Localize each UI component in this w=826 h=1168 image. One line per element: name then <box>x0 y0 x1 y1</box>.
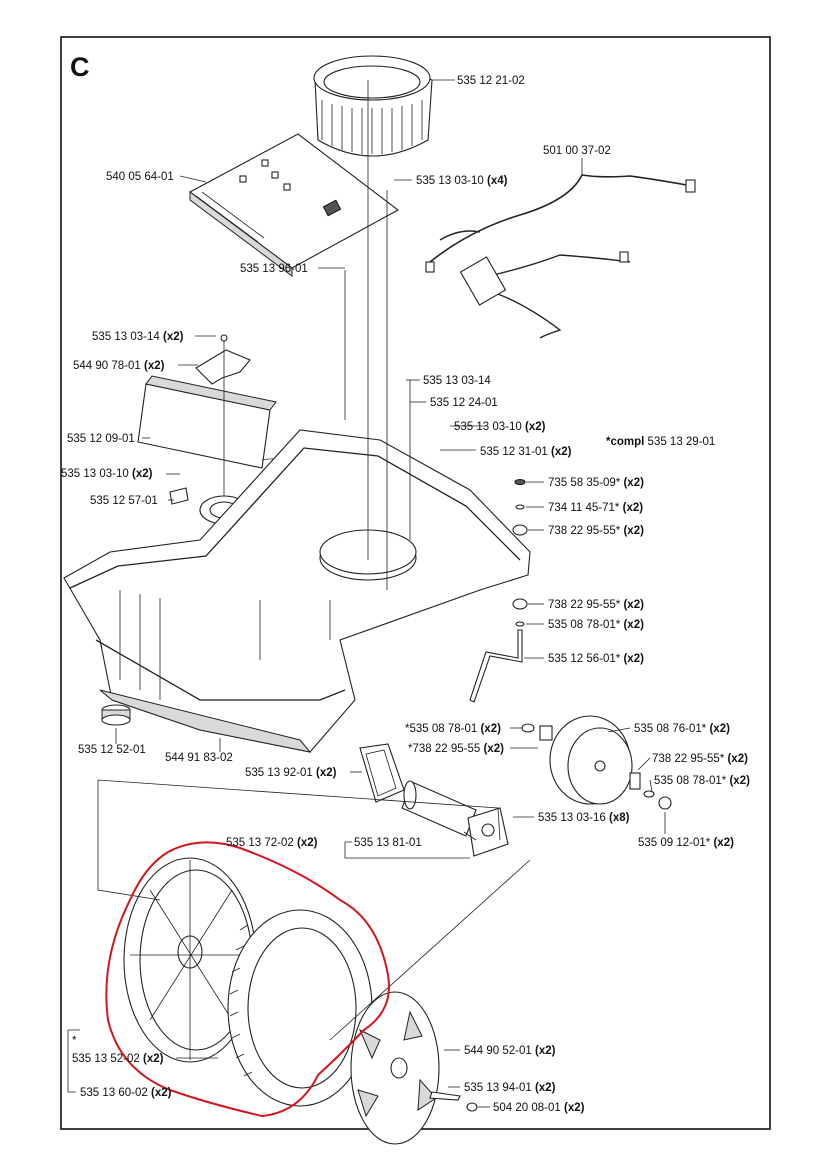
chassis-drawing <box>63 80 531 753</box>
shaft-bearing-drawing <box>469 479 528 703</box>
circuit-board-drawing <box>188 133 400 277</box>
part-label: 734 11 45-71* (x2) <box>548 502 643 514</box>
part-label: 535 13 52-02 (x2) <box>72 1053 164 1065</box>
part-label: 535 13 03-14 (x2) <box>92 331 184 343</box>
part-label: 535 08 76-01* (x2) <box>634 723 730 735</box>
part-label: 535 12 31-01 (x2) <box>480 446 572 458</box>
part-label: 535 13 96-01 <box>240 263 308 275</box>
part-label: 535 08 78-01* (x2) <box>548 619 644 631</box>
part-label: *535 08 78-01 (x2) <box>405 723 501 735</box>
cylinder-cover-drawing <box>313 55 433 157</box>
part-label: 535 13 03-10 (x2) <box>61 468 153 480</box>
part-label: 535 13 03-16 (x8) <box>538 812 630 824</box>
wheel-assembly-drawing <box>97 779 531 1145</box>
part-label: 535 12 09-01 <box>67 433 135 445</box>
part-label: 535 12 57-01 <box>90 495 158 507</box>
part-label: 735 58 35-09* (x2) <box>548 477 644 489</box>
part-label: 544 90 52-01 (x2) <box>464 1045 556 1057</box>
part-label: 544 90 78-01 (x2) <box>73 360 165 372</box>
part-label: 535 13 03-10 (x2) <box>454 421 546 433</box>
part-label: 535 09 12-01* (x2) <box>638 837 734 849</box>
note-compl: *compl 535 13 29-01 <box>606 436 715 448</box>
wiring-harness-drawing <box>425 174 696 339</box>
part-label: 535 08 78-01* (x2) <box>654 775 750 787</box>
part-label: 535 13 60-02 (x2) <box>80 1087 172 1099</box>
part-label: *738 22 95-55 (x2) <box>408 743 504 755</box>
part-labels: 535 12 21-02 501 00 37-02 540 05 64-01 5… <box>61 75 750 1114</box>
section-letter: C <box>70 52 90 82</box>
part-label: 535 12 21-02 <box>457 75 525 87</box>
part-label: 535 13 81-01 <box>354 837 422 849</box>
part-label: 540 05 64-01 <box>106 171 174 183</box>
part-label: 738 22 95-55* (x2) <box>548 525 644 537</box>
part-label: 501 00 37-02 <box>543 145 611 157</box>
leader-lines <box>67 79 666 1108</box>
part-label: 535 13 72-02 (x2) <box>226 837 318 849</box>
part-label: 535 12 24-01 <box>430 397 498 409</box>
part-label: 535 12 52-01 <box>78 744 146 756</box>
part-label: 535 13 94-01 (x2) <box>464 1082 556 1094</box>
battery-drawing <box>137 375 301 471</box>
part-label: 535 12 56-01* (x2) <box>548 653 644 665</box>
plug-drawing <box>101 704 131 726</box>
part-label: 738 22 95-55* (x2) <box>652 753 748 765</box>
highlight-outline <box>105 841 390 1118</box>
part-label: 535 13 03-10 (x4) <box>416 175 508 187</box>
drive-wheel-drawing <box>521 715 672 810</box>
part-label: 738 22 95-55* (x2) <box>548 599 644 611</box>
part-label: 544 91 83-02 <box>165 752 233 764</box>
part-label: 535 13 03-14 <box>423 375 491 387</box>
gasket-drawing <box>359 743 405 803</box>
part-label: 535 13 92-01 (x2) <box>245 767 337 779</box>
bracket-star: * <box>72 1035 77 1047</box>
illustration <box>63 55 696 1145</box>
part-label: 504 20 08-01 (x2) <box>493 1102 585 1114</box>
